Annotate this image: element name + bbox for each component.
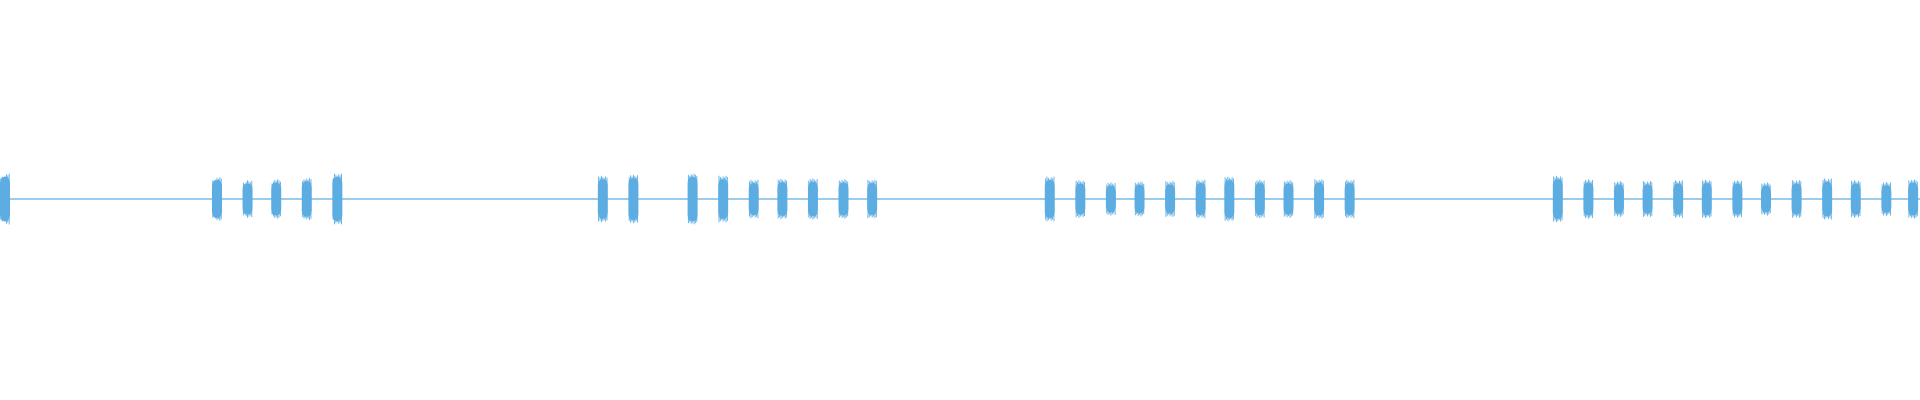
waveform-burst (597, 175, 608, 223)
waveform-burst (332, 173, 343, 225)
waveform-burst (1642, 181, 1653, 217)
waveform-burst (1732, 180, 1743, 218)
waveform-burst (1254, 179, 1265, 219)
waveform-burst (242, 180, 253, 218)
waveform-burst (1850, 180, 1861, 218)
waveform-burst (1791, 180, 1802, 218)
waveform-burst (1165, 181, 1176, 217)
waveform-burst (1673, 180, 1684, 218)
waveform-burst (1701, 179, 1712, 219)
waveform-burst (1552, 175, 1563, 223)
waveform-burst (1583, 179, 1594, 219)
waveform-burst (687, 173, 698, 225)
waveform-burst (0, 173, 10, 225)
waveform-burst (1075, 180, 1086, 218)
waveform-burst (1134, 181, 1145, 217)
waveform-burst (807, 178, 818, 220)
waveform-burst (1283, 180, 1294, 218)
waveform-burst (1822, 178, 1833, 220)
waveform-burst (718, 175, 729, 223)
waveform-burst (748, 179, 759, 219)
waveform-burst (301, 178, 312, 220)
waveform-burst (867, 179, 878, 219)
waveform-burst (271, 179, 282, 219)
waveform-burst (212, 177, 223, 221)
waveform-burst (1613, 181, 1624, 217)
waveform-burst (1224, 176, 1235, 222)
waveform-burst (1314, 179, 1325, 219)
waveform-burst (1761, 182, 1772, 216)
waveform-burst (1881, 181, 1892, 217)
waveform-burst (1044, 176, 1055, 222)
waveform-burst (1908, 179, 1919, 219)
waveform-burst (838, 179, 849, 219)
waveform-burst (1105, 182, 1116, 216)
waveform-burst (1195, 179, 1206, 219)
waveform-burst (777, 178, 788, 220)
waveform-burst (628, 174, 639, 224)
waveform-burst (1344, 179, 1355, 219)
